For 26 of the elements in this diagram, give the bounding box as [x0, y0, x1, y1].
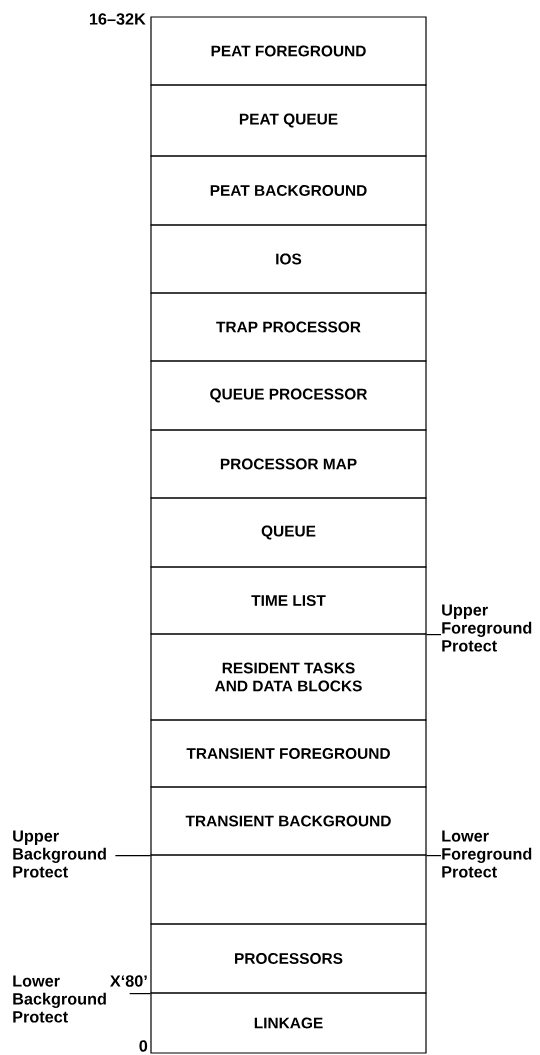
- memory-region-box: PROCESSOR MAP: [150, 429, 427, 499]
- memory-region-box: [150, 854, 427, 925]
- boundary-label: X‘80’: [110, 975, 147, 987]
- memory-region-box: QUEUE PROCESSOR: [150, 360, 427, 431]
- memory-region-box: IOS: [150, 224, 427, 294]
- memory-region-box: PEAT FOREGROUND: [150, 16, 427, 86]
- memory-region-box: TRANSIENT FOREGROUND: [150, 719, 427, 788]
- address-label: 16–32K: [89, 13, 146, 25]
- memory-region-box: LINKAGE: [150, 992, 427, 1054]
- boundary-label: Upper Foreground Protect: [442, 604, 532, 652]
- boundary-label: Lower Background Protect: [13, 975, 106, 1023]
- memory-region-box: TRANSIENT BACKGROUND: [150, 786, 427, 856]
- boundary-line: [114, 855, 151, 857]
- memory-region-box: TIME LIST: [150, 566, 427, 635]
- memory-region-box: TRAP PROCESSOR: [150, 292, 427, 362]
- memory-region-box: PEAT QUEUE: [150, 84, 427, 157]
- boundary-line: [129, 993, 151, 995]
- boundary-label: Upper Background Protect: [13, 830, 106, 878]
- memory-region-box: PROCESSORS: [150, 923, 427, 994]
- boundary-label: Lower Foreground Protect: [442, 830, 532, 878]
- memory-region-box: RESIDENT TASKS AND DATA BLOCKS: [150, 633, 427, 721]
- memory-region-box: PEAT BACKGROUND: [150, 155, 427, 226]
- memory-region-box: QUEUE: [150, 497, 427, 568]
- boundary-line: [426, 634, 442, 636]
- address-label: 0: [139, 1040, 148, 1052]
- boundary-line: [426, 855, 442, 857]
